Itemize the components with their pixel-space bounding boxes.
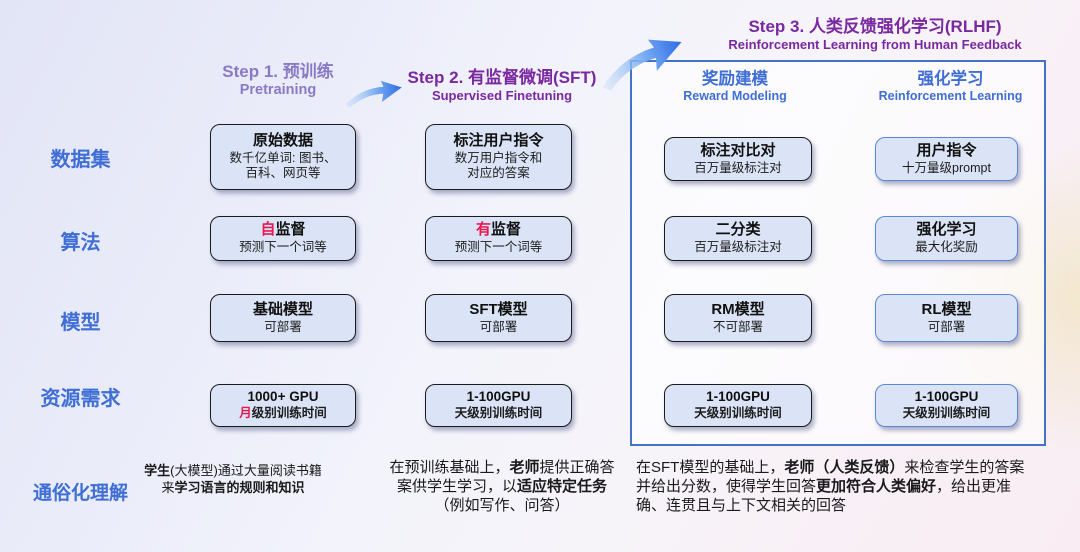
- box-rl-model: RL模型 可部署: [875, 294, 1018, 342]
- reward-modeling-title: 奖励建模: [702, 70, 768, 88]
- box-subtitle: 预测下一个词等: [239, 240, 327, 255]
- row-label-dataset: 数据集: [50, 149, 111, 171]
- step2-subtitle: Supervised Finetuning: [431, 88, 573, 104]
- reinforcement-learning-header: 强化学习 Reinforcement Learning: [858, 70, 1043, 103]
- box-subtitle: 百万量级标注对: [694, 160, 782, 175]
- box-subtitle: 可部署: [927, 319, 966, 334]
- box-rm-resources: 1-100GPU 天级别训练时间: [664, 384, 812, 427]
- box-subtitle: 十万量级prompt: [902, 160, 991, 175]
- box-title: 强化学习: [916, 221, 977, 239]
- box-rm-dataset: 标注对比对 百万量级标注对: [664, 137, 812, 181]
- row-label-resources: 资源需求: [40, 388, 121, 410]
- box-title: 标注用户指令: [453, 132, 544, 149]
- box-title: RL模型: [921, 300, 972, 318]
- reinforcement-learning-title: 强化学习: [917, 70, 984, 88]
- row-label-model: 模型: [60, 312, 101, 334]
- box-subtitle: 天级别训练时间: [694, 406, 782, 421]
- explanation-pretraining: 学生(大模型)通过大量阅读书籍来学习语言的规则和知识: [144, 463, 322, 495]
- box-title: 用户指令: [916, 141, 977, 159]
- reward-modeling-header: 奖励建模 Reward Modeling: [640, 70, 830, 103]
- box-sft-algorithm: 有监督 预测下一个词等: [425, 216, 572, 261]
- box-rl-algorithm: 强化学习 最大化奖励: [875, 216, 1018, 261]
- box-subtitle: 月级别训练时间: [239, 406, 327, 421]
- box-title: 1-100GPU: [914, 389, 979, 405]
- box-subtitle: 数千亿单词: 图书、百科、网页等: [229, 150, 337, 181]
- box-rm-algorithm: 二分类 百万量级标注对: [664, 216, 812, 261]
- box-subtitle: 不可部署: [712, 319, 763, 334]
- arrow-step1-to-step2-icon: [345, 80, 402, 108]
- box-title: SFT模型: [469, 300, 528, 318]
- box-rm-model: RM模型 不可部署: [664, 294, 812, 342]
- box-subtitle: 最大化奖励: [915, 240, 978, 255]
- explanation-sft: 在预训练基础上，老师提供正确答案供学生学习，以适应特定任务（例如写作、问答）: [389, 459, 615, 515]
- box-subtitle: 预测下一个词等: [454, 240, 543, 255]
- box-title: 1000+ GPU: [247, 389, 319, 405]
- box-pretraining-model: 基础模型 可部署: [210, 294, 356, 342]
- box-sft-model: SFT模型 可部署: [425, 294, 572, 342]
- box-subtitle: 百万量级标注对: [694, 240, 782, 255]
- row-label-plain-understanding: 通俗化理解: [32, 483, 128, 504]
- box-title: 自监督: [260, 221, 306, 239]
- box-pretraining-resources: 1000+ GPU 月级别训练时间: [210, 384, 356, 427]
- box-title: 有监督: [475, 221, 522, 239]
- box-subtitle: 数万用户指令和对应的答案: [454, 150, 543, 181]
- step2-header: Step 2. 有监督微调(SFT) Supervised Finetuning: [402, 68, 602, 103]
- box-sft-dataset: 标注用户指令 数万用户指令和对应的答案: [425, 124, 572, 190]
- box-subtitle: 可部署: [264, 319, 302, 334]
- step3-title: Step 3. 人类反馈强化学习(RLHF): [748, 17, 1002, 36]
- box-subtitle: 天级别训练时间: [454, 406, 543, 421]
- step2-title: Step 2. 有监督微调(SFT): [407, 68, 597, 87]
- box-rl-dataset: 用户指令 十万量级prompt: [875, 137, 1018, 181]
- box-pretraining-dataset: 原始数据 数千亿单词: 图书、百科、网页等: [210, 124, 356, 190]
- box-pretraining-algorithm: 自监督 预测下一个词等: [210, 216, 356, 261]
- box-subtitle: 天级别训练时间: [902, 406, 991, 421]
- box-title: 二分类: [715, 221, 761, 239]
- box-title: RM模型: [711, 300, 765, 318]
- reward-modeling-subtitle: Reward Modeling: [683, 88, 787, 103]
- row-label-algorithm: 算法: [60, 232, 101, 254]
- step1-subtitle: Pretraining: [239, 82, 317, 99]
- box-title: 1-100GPU: [466, 389, 531, 405]
- arrow-step2-to-step3-icon: [602, 39, 682, 91]
- box-rl-resources: 1-100GPU 天级别训练时间: [875, 384, 1018, 427]
- step1-header: Step 1. 预训练 Pretraining: [188, 62, 368, 99]
- box-title: 原始数据: [252, 132, 313, 149]
- explanation-rlhf: 在SFT模型的基础上，老师（人类反馈）来检查学生的答案并给出分数，使得学生回答更…: [636, 459, 1025, 515]
- box-title: 标注对比对: [700, 141, 776, 159]
- box-subtitle: 可部署: [479, 319, 518, 334]
- step3-subtitle: Reinforcement Learning from Human Feedba…: [728, 37, 1022, 53]
- box-sft-resources: 1-100GPU 天级别训练时间: [425, 384, 572, 427]
- step3-header: Step 3. 人类反馈强化学习(RLHF) Reinforcement Lea…: [705, 17, 1045, 52]
- reinforcement-learning-subtitle: Reinforcement Learning: [878, 88, 1023, 103]
- step1-title: Step 1. 预训练: [222, 62, 334, 81]
- box-title: 1-100GPU: [706, 389, 770, 405]
- box-title: 基础模型: [252, 300, 313, 318]
